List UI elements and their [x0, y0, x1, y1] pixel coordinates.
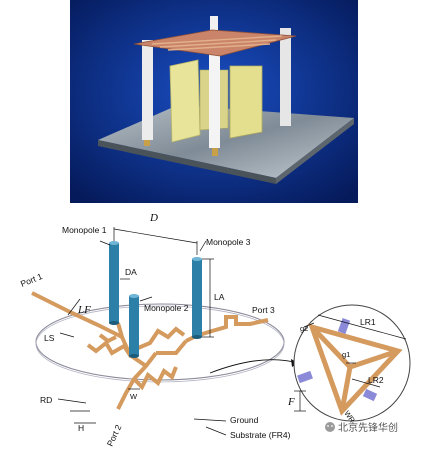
label-g1: g1 [342, 350, 350, 359]
post-front [209, 36, 220, 148]
detail-triangle [308, 323, 403, 416]
label-lr1: LR1 [360, 317, 376, 327]
detail-dimension-lines [294, 314, 407, 412]
label-ls: LS [44, 333, 55, 343]
label-d: D [149, 212, 158, 224]
label-lr2: LR2 [368, 375, 384, 385]
label-da: DA [125, 267, 137, 277]
monopole-2 [129, 294, 139, 358]
connector [212, 148, 218, 156]
detail-port-pad [297, 370, 313, 384]
detail-port-pad [337, 318, 351, 334]
substrate-ellipse [35, 305, 285, 383]
feed-network [31, 291, 269, 410]
top-board-trace [159, 39, 277, 48]
pcb-monopole-right [229, 65, 263, 139]
label-port-1: Port 1 [19, 271, 44, 289]
label-w: W [130, 392, 138, 401]
monopole-3 [192, 257, 202, 339]
antenna-photo [70, 0, 358, 203]
label-f: F [287, 396, 295, 408]
antenna-schematic: Monopole 1 Monopole 2 Monopole 3 D DA LA… [19, 212, 411, 448]
label-g2: g2 [300, 324, 308, 333]
wechat-icon-eye [327, 425, 329, 427]
label-rd: RD [40, 395, 52, 405]
top-board-trace [151, 35, 283, 45]
label-monopole-3: Monopole 3 [206, 237, 251, 247]
dimension-lines [57, 227, 227, 436]
label-ground: Ground [230, 415, 259, 425]
monopole-1 [109, 241, 119, 325]
connector [144, 140, 150, 146]
label-monopole-2: Monopole 2 [144, 303, 189, 313]
pointer-arrow [209, 359, 299, 374]
wechat-icon-eye [331, 425, 333, 427]
label-substrate: Substrate (FR4) [230, 430, 291, 440]
watermark-text: 北京先锋华创 [338, 421, 398, 434]
wechat-icon [325, 422, 335, 432]
label-port-3: Port 3 [252, 305, 275, 315]
top-board-trace [167, 43, 271, 51]
pcb-monopole-left [169, 59, 201, 143]
ground-plate-side [276, 118, 354, 184]
post-right [280, 28, 291, 126]
detail-port-pad [362, 388, 378, 402]
label-h: H [78, 423, 84, 433]
ground-plate-edge [98, 140, 276, 184]
label-la: LA [214, 292, 225, 302]
label-port-2: Port 2 [105, 423, 124, 448]
post-left [142, 40, 153, 140]
label-lf: LF [77, 304, 91, 316]
label-monopole-1: Monopole 1 [62, 225, 107, 235]
